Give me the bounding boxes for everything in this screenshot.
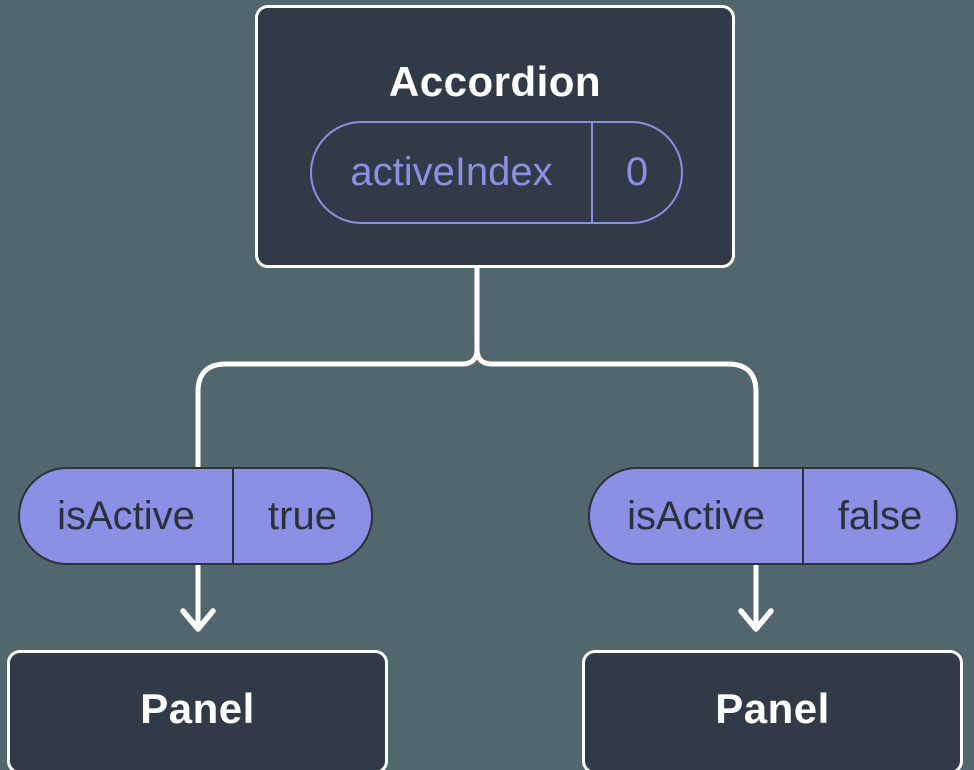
panel-node-right-title: Panel [715,685,830,732]
prop-pill-left: isActive true [18,467,373,565]
arrow-down-icon [180,608,216,632]
panel-node-left: Panel [7,650,388,770]
state-pill-value: 0 [591,123,681,222]
panel-node-left-title: Panel [140,685,255,732]
prop-pill-right-value: false [802,469,956,563]
state-pill-name: activeIndex [350,150,553,194]
panel-node-right: Panel [582,650,963,770]
prop-pill-left-name: isActive [57,493,195,538]
prop-pill-right: isActive false [588,467,958,565]
arrow-down-icon [738,608,774,632]
state-pill: activeIndex 0 [310,121,683,224]
accordion-node: Accordion activeIndex 0 [255,5,735,268]
prop-pill-left-value: true [232,469,371,563]
prop-pill-right-name: isActive [627,493,765,538]
accordion-node-title: Accordion [388,58,602,105]
connector-root-to-right-child [474,263,759,470]
connector-root-to-left-child [195,263,480,470]
